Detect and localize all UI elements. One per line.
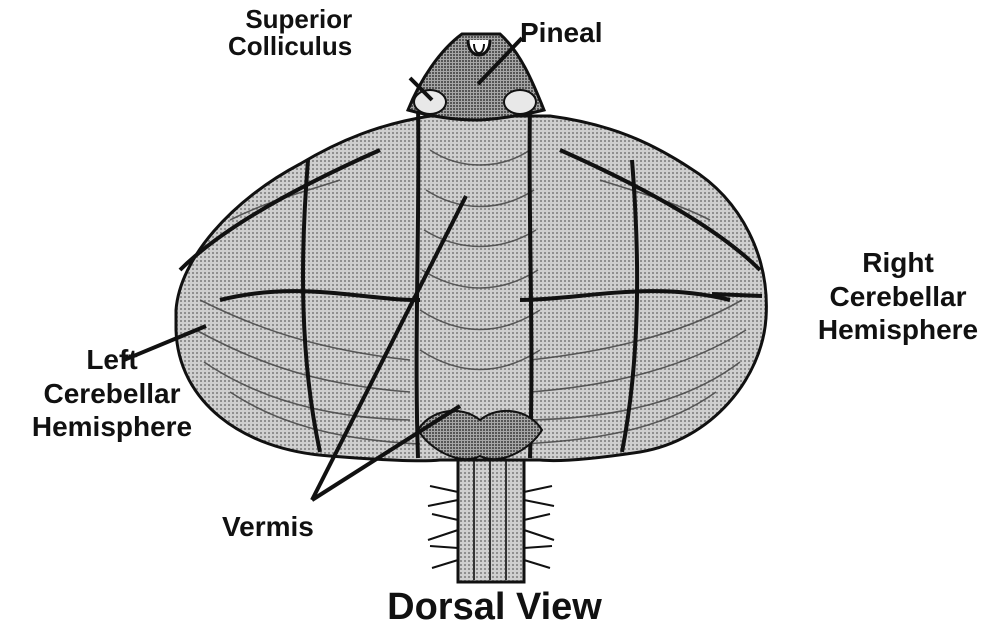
- label-pineal: Pineal: [520, 18, 602, 47]
- label-right-line2: Cerebellar: [808, 280, 988, 314]
- label-right-line1: Right: [808, 246, 988, 280]
- label-superior-colliculus-line2: Colliculus: [228, 33, 352, 60]
- label-left-line1: Left: [12, 343, 212, 377]
- label-left-cerebellar-hemisphere: Left Cerebellar Hemisphere: [12, 343, 212, 444]
- label-superior-colliculus-line1: Superior: [228, 6, 352, 33]
- label-left-line3: Hemisphere: [12, 410, 212, 444]
- label-superior-colliculus: Superior Colliculus: [228, 6, 352, 61]
- label-vermis: Vermis: [222, 512, 314, 541]
- label-right-line3: Hemisphere: [808, 313, 988, 347]
- label-left-line2: Cerebellar: [12, 377, 212, 411]
- figure-title: Dorsal View: [0, 586, 989, 629]
- label-right-cerebellar-hemisphere: Right Cerebellar Hemisphere: [808, 246, 988, 347]
